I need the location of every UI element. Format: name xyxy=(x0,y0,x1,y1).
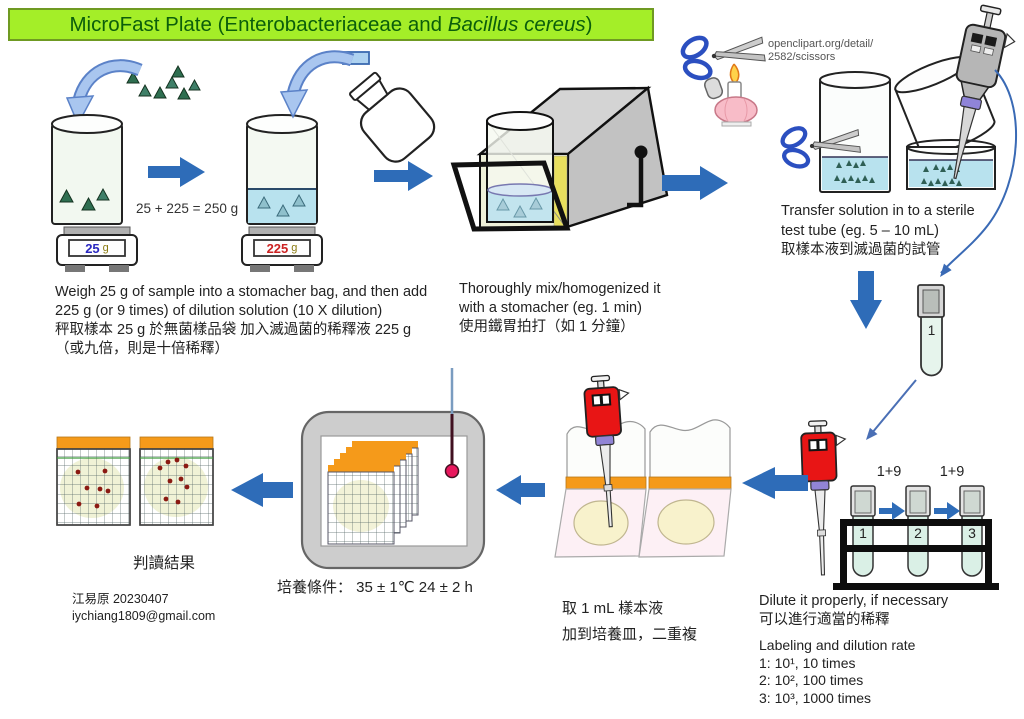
mix-line-3: 使用鐵胃拍打（如 1 分鐘） xyxy=(459,319,635,335)
stacked-plates-icon xyxy=(327,441,419,545)
scissors-icon-small xyxy=(780,126,861,169)
labeling-line-2: 1: 10¹, 10 times xyxy=(759,654,856,671)
credit-line-1: openclipart.org/detail/ xyxy=(768,38,874,50)
scale-1-unit: g xyxy=(102,242,109,254)
tube-to-rack-arrow xyxy=(866,379,917,440)
weigh-line-1: Weigh 25 g of sample into a stomacher ba… xyxy=(55,284,428,300)
transfer-line-1: Transfer solution in to a sterile xyxy=(781,203,975,219)
weigh-line-3: 秤取樣本 25 g 於無菌樣品袋 加入滅過菌的稀釋液 225 g xyxy=(55,322,412,338)
stomacher-bag-with-diluent xyxy=(246,114,318,225)
red-pipette-icon-middle xyxy=(583,374,630,528)
scissors-icon-large xyxy=(680,35,766,81)
flow-arrow-right-3 xyxy=(662,166,728,200)
title-post: ) xyxy=(585,12,593,36)
rack-tube-1-label: 1 xyxy=(859,525,867,541)
author-line-1: 江易原 20230407 xyxy=(72,592,169,606)
microfast-plates-icon xyxy=(554,419,732,558)
mix-line-2: with a stomacher (eg. 1 min) xyxy=(459,300,642,316)
result-plate-1 xyxy=(56,436,131,526)
incubation-condition-text: 培養條件： 35 ± 1℃ 24 ± 2 h xyxy=(277,579,473,596)
title-italic-species: Bacillus cereus xyxy=(447,12,586,36)
pour-arrow-icon-2 xyxy=(279,50,355,119)
alcohol-lamp-icon xyxy=(704,63,758,127)
mix-line-1: Thoroughly mix/homogenized it xyxy=(459,281,661,297)
scale-2 xyxy=(241,226,323,272)
result-reading-text: 判讀結果 xyxy=(133,555,196,572)
labeling-line-3: 2: 10², 100 times xyxy=(759,672,864,688)
clipart-credit: openclipart.org/detail/ 2582/scissors xyxy=(768,38,873,64)
pour-arrow-icon-1 xyxy=(65,59,143,126)
page-title: MicroFast Plate (Enterobacteriaceae and … xyxy=(69,13,592,37)
result-plate-2 xyxy=(139,436,214,526)
stomacher-bag-empty xyxy=(51,114,123,225)
sample-particles-icon xyxy=(126,64,201,100)
thermometer-icon xyxy=(444,368,460,479)
stomacher-machine-icon xyxy=(450,85,669,232)
plate-line-2: 加到培養皿，二重複 xyxy=(562,626,698,643)
flow-arrow-left-plates xyxy=(742,467,808,499)
dilution-ratio-label-1: 1+9 xyxy=(876,464,902,480)
transfer-test-tube xyxy=(917,284,945,377)
weigh-line-2: 225 g (or 9 times) of dilution solution … xyxy=(55,303,383,319)
flow-arrow-left-incubator xyxy=(496,475,545,505)
transfer-line-2: test tube (eg. 5 – 10 mL) xyxy=(781,222,939,239)
gray-pipette-icon xyxy=(953,4,1016,180)
red-pipette-icon-right xyxy=(800,420,847,576)
transfer-tube-label: 1 xyxy=(927,323,936,338)
labeling-line-1: Labeling and dilution rate xyxy=(759,637,916,653)
dilution-tube-rack xyxy=(833,485,999,590)
author-credit: 江易原 20230407 iychiang1809@gmail.com xyxy=(72,591,215,625)
transfer-tubing-arrow xyxy=(940,69,1017,277)
transfer-line-3: 取樣本液到滅過菌的試管 xyxy=(781,242,941,258)
scale-2-display: 225 g xyxy=(254,240,310,256)
flow-arrow-left-results xyxy=(231,473,293,507)
rack-tube-2-label: 2 xyxy=(914,525,922,541)
dilute-line-1: Dilute it properly, if necessary xyxy=(759,593,949,609)
flow-arrow-right-1 xyxy=(148,157,205,187)
dilution-ratio-label-2: 1+9 xyxy=(939,464,965,480)
weight-sum-label: 25 + 225 = 250 g xyxy=(136,201,239,216)
scale-1-value: 25 xyxy=(85,240,100,256)
scale-1 xyxy=(56,226,138,272)
dilution-arrow-1 xyxy=(879,502,905,520)
scale-2-unit: g xyxy=(291,242,298,254)
dilute-line-2: 可以進行適當的稀釋 xyxy=(759,612,890,628)
transfer-beaker-icon xyxy=(906,139,996,190)
dilution-arrow-2 xyxy=(934,502,960,520)
labeling-line-4: 3: 10³, 1000 times xyxy=(759,689,872,706)
transfer-step-text: Transfer solution in to a sterile test t… xyxy=(781,202,975,261)
labeling-dilution-text: Labeling and dilution rate 1: 10¹, 10 ti… xyxy=(759,637,915,707)
plate-line-1: 取 1 mL 樣本液 xyxy=(562,600,664,617)
title-bar: MicroFast Plate (Enterobacteriaceae and … xyxy=(8,8,654,41)
incubator-icon xyxy=(300,368,486,570)
weigh-step-text: Weigh 25 g of sample into a stomacher ba… xyxy=(55,283,427,359)
diluent-bottle-icon xyxy=(349,71,436,163)
mix-step-text: Thoroughly mix/homogenized it with a sto… xyxy=(459,280,661,337)
rack-tube-3-label: 3 xyxy=(968,525,976,541)
scale-1-display: 25 g xyxy=(69,240,125,256)
title-pre: MicroFast Plate (Enterobacteriaceae and xyxy=(69,12,448,36)
scale-2-value: 225 xyxy=(266,240,289,256)
flow-arrow-right-2 xyxy=(374,161,433,191)
author-line-2: iychiang1809@gmail.com xyxy=(72,609,216,623)
dilute-step-text: Dilute it properly, if necessary 可以進行適當的… xyxy=(759,592,948,630)
plating-step-text: 取 1 mL 樣本液 加到培養皿，二重複 xyxy=(562,596,697,648)
credit-line-2: 2582/scissors xyxy=(768,51,836,63)
flow-arrow-down xyxy=(850,271,882,329)
weigh-line-4: （或九倍，則是十倍稀釋） xyxy=(55,341,229,357)
